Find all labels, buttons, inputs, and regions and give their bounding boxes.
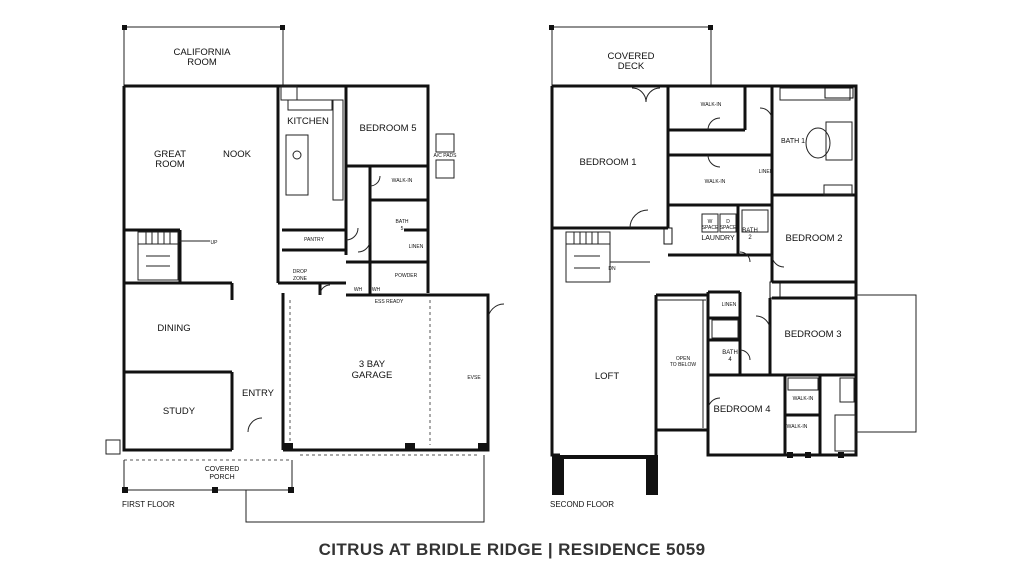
bedroom5-label: BEDROOM 5 — [359, 123, 416, 134]
bedroom2-label: BEDROOM 2 — [785, 233, 842, 244]
water-heater-1-label: WH — [354, 287, 363, 293]
study-label: STUDY — [163, 406, 196, 417]
entry-label: ENTRY — [242, 388, 275, 399]
linen-top-label: LINEN — [759, 169, 774, 175]
second-floor-stairs — [565, 231, 650, 283]
walkin4-label: WALK-IN — [787, 424, 808, 430]
covered-deck-outline — [549, 25, 713, 86]
evse-label: EVSE — [467, 375, 481, 381]
walkin1-label: WALK-IN — [701, 102, 722, 108]
bedroom3-deck-outline — [856, 294, 917, 433]
second-floor-doors — [629, 87, 785, 411]
bedroom1-label: BEDROOM 1 — [579, 157, 636, 168]
dining-label: DINING — [157, 323, 190, 334]
walkin-label: WALK-IN — [392, 178, 413, 184]
walkin3-label: WALK-IN — [793, 396, 814, 402]
kitchen-fixtures — [280, 85, 344, 201]
bath1-fixtures — [779, 87, 853, 196]
second-floor-interior-walls — [552, 86, 856, 455]
linen-mid-label: LINEN — [722, 302, 737, 308]
powder-label: POWDER — [395, 273, 418, 279]
ess-ready-label: ESS READY — [375, 299, 404, 305]
first-floor-stairs — [137, 231, 210, 281]
walkin2-label: WALK-IN — [705, 179, 726, 185]
ac-pads-label: A/C PADS — [434, 153, 458, 159]
bath1-label: BATH 1 — [781, 138, 805, 145]
garage-door-lines — [283, 300, 488, 456]
nook-label: NOOK — [223, 149, 252, 160]
dn-label: DN — [608, 266, 616, 272]
bedroom3-label: BEDROOM 3 — [784, 329, 841, 340]
loft-label: LOFT — [595, 371, 619, 382]
first-floor-doors — [247, 175, 505, 433]
first-floor-label: FIRST FLOOR — [122, 500, 175, 509]
linen-label: LINEN — [409, 244, 424, 250]
california-room-outline — [122, 25, 285, 86]
pantry-label: PANTRY — [304, 237, 324, 243]
up-label: UP — [211, 240, 219, 246]
second-floor-pillars — [552, 87, 854, 495]
second-floor-label: SECOND FLOOR — [550, 500, 614, 509]
bedroom4-label: BEDROOM 4 — [713, 404, 770, 415]
laundry-label: LAUNDRY — [701, 235, 735, 242]
water-heater-2-label: WH — [372, 287, 381, 293]
ac-pads — [435, 133, 455, 179]
covered-porch-outline — [105, 439, 485, 523]
kitchen-label: KITCHEN — [287, 116, 329, 127]
plan-title: CITRUS AT BRIDLE RIDGE | RESIDENCE 5059 — [318, 540, 706, 559]
laundry-fixtures — [701, 209, 769, 233]
first-floor-interior-walls — [124, 86, 428, 450]
bath3-fixtures — [711, 319, 856, 452]
